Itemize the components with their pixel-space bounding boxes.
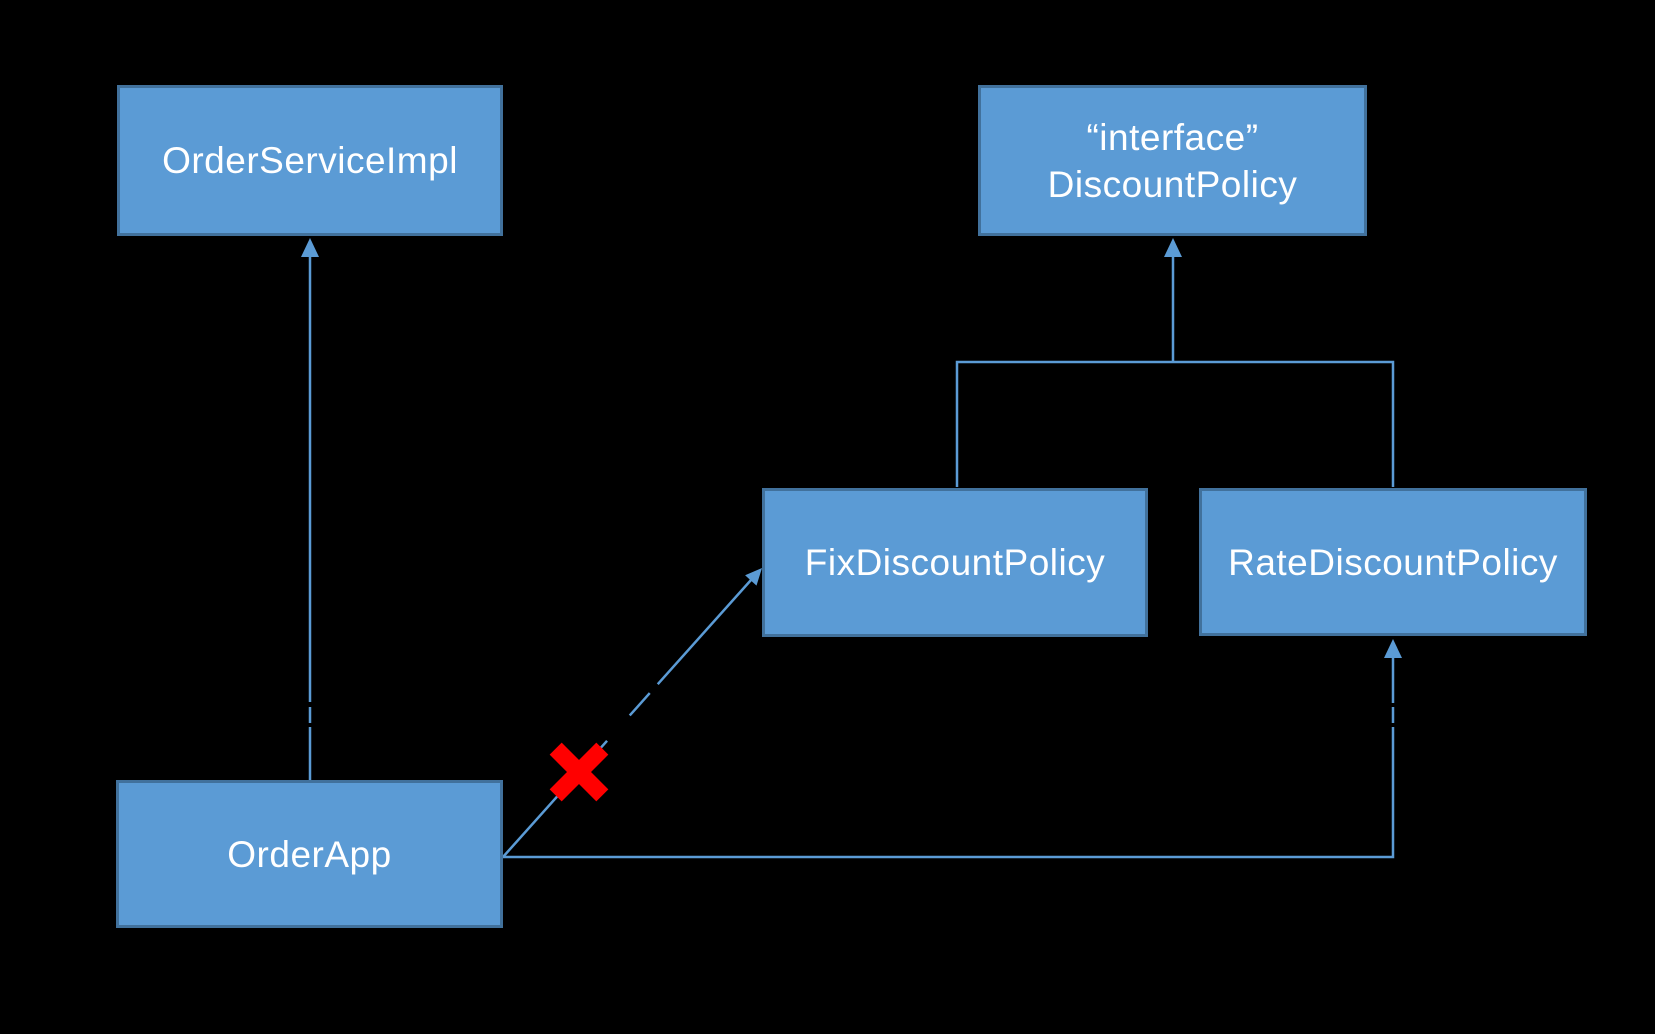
node-discountpolicy-stereotype: “interface” xyxy=(1086,116,1259,158)
arrowhead-up-orderserviceimpl-icon xyxy=(301,238,319,257)
arrowhead-up-ratediscountpolicy-icon xyxy=(1384,639,1402,658)
node-orderapp: OrderApp xyxy=(116,780,503,928)
node-orderserviceimpl-label: OrderServiceImpl xyxy=(162,140,458,181)
red-x-icon xyxy=(549,742,609,802)
node-discountpolicy-interface: “interface” DiscountPolicy xyxy=(978,85,1367,236)
arrow-orderapp-to-orderserviceimpl xyxy=(301,238,319,780)
node-discountpolicy-label: DiscountPolicy xyxy=(1047,163,1298,205)
node-ratediscountpolicy: RateDiscountPolicy xyxy=(1199,488,1587,636)
realization-tree-branches xyxy=(955,360,1395,487)
node-orderapp-label: OrderApp xyxy=(227,833,392,875)
node-ratediscountpolicy-label: RateDiscountPolicy xyxy=(1228,541,1558,583)
realization-tree-to-discountpolicy xyxy=(955,238,1395,487)
arrow-orderapp-to-ratediscountpolicy-line xyxy=(503,653,1395,859)
node-fixdiscountpolicy-label: FixDiscountPolicy xyxy=(804,542,1106,583)
node-orderserviceimpl: OrderServiceImpl xyxy=(117,85,503,236)
arrow-orderapp-to-ratediscountpolicy xyxy=(503,639,1402,859)
arrowhead-fixdiscountpolicy-icon xyxy=(745,568,762,586)
red-x-bar-2 xyxy=(549,742,609,802)
arrowhead-up-discountpolicy-icon xyxy=(1164,238,1182,257)
arrow-orderapp-to-fixdiscountpolicy xyxy=(502,568,762,858)
node-fixdiscountpolicy: FixDiscountPolicy xyxy=(762,488,1148,637)
arrow-orderapp-to-fixdiscountpolicy-line xyxy=(502,579,752,858)
